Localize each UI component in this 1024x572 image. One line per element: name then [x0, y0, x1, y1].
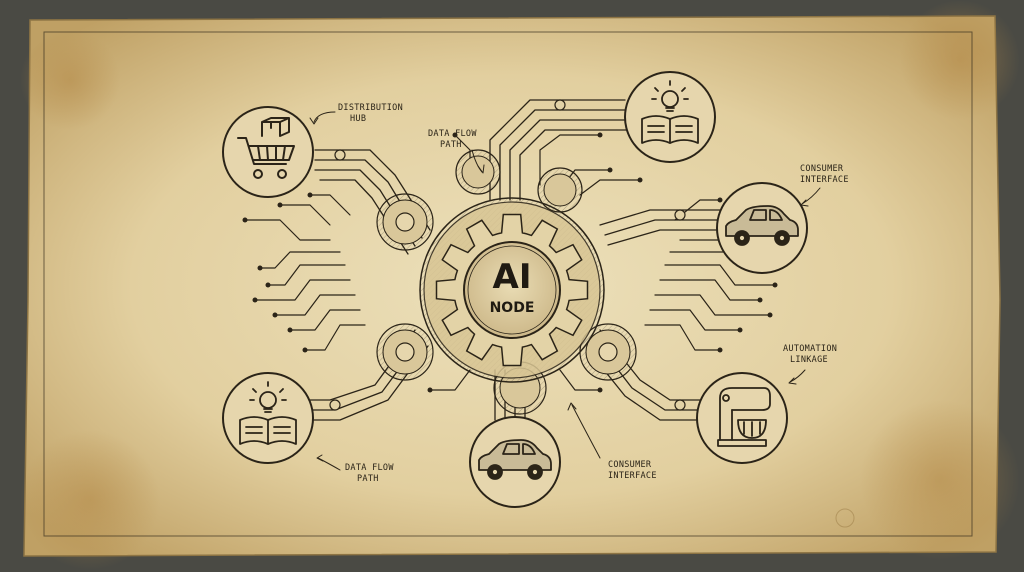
paper-stain — [860, 400, 1020, 560]
paper-stain — [20, 430, 160, 570]
hub-title: AI — [493, 257, 532, 297]
label-consumer-top-line2: INTERFACE — [800, 175, 849, 185]
label-consumer-bottom-line1: CONSUMER — [608, 460, 652, 470]
label-consumer-bottom-line2: INTERFACE — [608, 471, 657, 481]
node-consumer-interface-right[interactable] — [716, 182, 808, 274]
label-automation-line1: AUTOMATION — [783, 344, 837, 354]
shopping-cart-icon — [237, 117, 295, 179]
annotation-arrows — [309, 111, 821, 471]
node-book-top[interactable] — [624, 71, 716, 163]
label-data-flow-top-line2: PATH — [440, 140, 462, 150]
node-automation-linkage[interactable] — [696, 372, 788, 464]
label-data-flow-top-line1: DATA FLOW — [428, 129, 477, 139]
stand-mixer-icon — [717, 387, 771, 447]
small-gears — [376, 149, 637, 415]
paper-stain — [900, 0, 1020, 120]
label-data-flow-bottom-line1: DATA FLOW — [345, 463, 394, 473]
annotation-labels: DISTRIBUTION HUB DATA FLOW PATH CONSUMER… — [338, 103, 849, 484]
node-distribution-hub[interactable] — [222, 106, 314, 198]
label-consumer-top-line1: CONSUMER — [800, 164, 844, 174]
node-book-bottom[interactable] — [222, 372, 314, 464]
inner-border — [43, 31, 973, 537]
paper-stain — [835, 508, 855, 528]
label-data-flow-bottom-line2: PATH — [357, 474, 379, 484]
label-distribution-hub-line2: HUB — [350, 114, 366, 124]
node-consumer-interface-bottom[interactable] — [469, 416, 561, 508]
car-icon — [725, 205, 799, 246]
label-distribution-hub-line1: DISTRIBUTION — [338, 103, 403, 113]
book-lightbulb-icon — [641, 80, 699, 144]
circuit-traces — [244, 134, 776, 391]
book-lightbulb-icon — [239, 381, 297, 445]
pipe-fittings — [329, 99, 686, 411]
car-icon — [478, 439, 552, 480]
hub-subtitle: NODE — [490, 300, 535, 316]
label-automation-line2: LINKAGE — [790, 355, 828, 365]
ai-node-hub: AI NODE — [419, 197, 605, 383]
paper-stain — [20, 30, 120, 130]
